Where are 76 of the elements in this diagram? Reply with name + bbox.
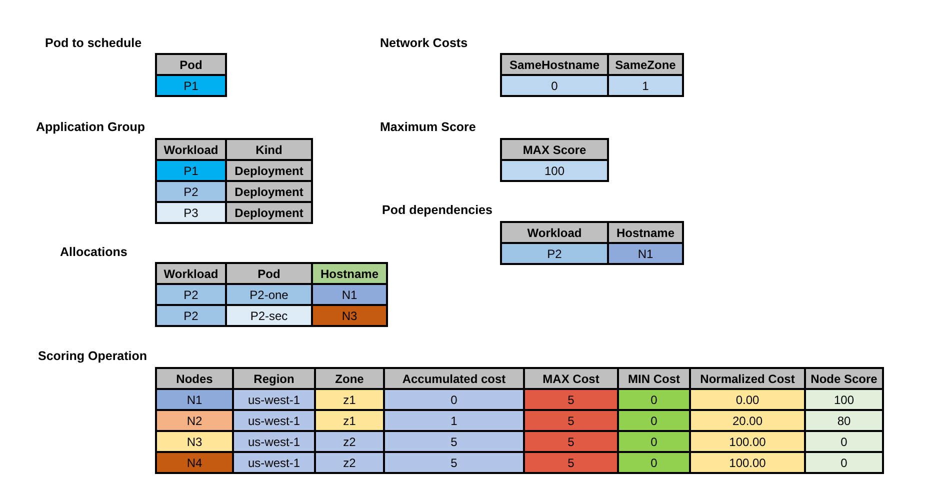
header-cell: Hostname [313, 264, 386, 283]
data-cell: Deployment [227, 182, 311, 201]
table-title: Network Costs [380, 35, 468, 51]
header-cell: Node Score [806, 369, 882, 388]
header-cell: MIN Cost [619, 369, 689, 388]
data-cell: P1 [157, 161, 225, 180]
data-cell: N4 [157, 453, 232, 472]
data-cell: 1 [385, 411, 523, 430]
table-title: Pod dependencies [382, 202, 492, 218]
header-cell: SameHostname [502, 55, 607, 74]
data-cell: 0 [502, 76, 607, 95]
data-cell: N2 [157, 411, 232, 430]
table-title: Allocations [60, 244, 128, 260]
table-title: Pod to schedule [45, 35, 142, 51]
data-cell: 0 [619, 432, 689, 451]
data-cell: P3 [157, 203, 225, 222]
header-cell: Workload [157, 264, 225, 283]
data-cell: 5 [525, 432, 617, 451]
data-cell: 0 [619, 453, 689, 472]
data-cell: Deployment [227, 203, 311, 222]
data-cell: P1 [157, 76, 225, 95]
data-cell: P2-one [227, 285, 311, 304]
data-cell: 5 [525, 453, 617, 472]
header-cell: Zone [316, 369, 383, 388]
data-cell: 1 [609, 76, 682, 95]
data-cell: P2 [157, 306, 225, 325]
data-cell: P2-sec [227, 306, 311, 325]
data-cell: 0.00 [691, 390, 804, 409]
data-cell: 0 [619, 411, 689, 430]
data-cell: 5 [525, 390, 617, 409]
data-cell: z1 [316, 390, 383, 409]
header-cell: Nodes [157, 369, 232, 388]
table-title: Maximum Score [380, 119, 476, 135]
data-cell: N3 [157, 432, 232, 451]
data-cell: N1 [157, 390, 232, 409]
data-cell: us-west-1 [234, 453, 314, 472]
data-cell: 80 [806, 411, 882, 430]
data-cell: z2 [316, 432, 383, 451]
table-title: Scoring Operation [38, 348, 148, 364]
data-cell: z2 [316, 453, 383, 472]
header-cell: Kind [227, 140, 311, 159]
data-cell: us-west-1 [234, 390, 314, 409]
data-cell: 20.00 [691, 411, 804, 430]
data-cell: 0 [806, 432, 882, 451]
data-cell: 100 [502, 161, 607, 180]
data-cell: 0 [385, 390, 523, 409]
data-cell: P2 [157, 182, 225, 201]
data-cell: us-west-1 [234, 411, 314, 430]
header-cell: Region [234, 369, 314, 388]
data-cell: P2 [502, 244, 607, 263]
header-cell: Hostname [609, 223, 682, 242]
data-cell: 0 [619, 390, 689, 409]
data-cell: P2 [157, 285, 225, 304]
header-cell: MAX Score [502, 140, 607, 159]
header-cell: Workload [502, 223, 607, 242]
data-cell: us-west-1 [234, 432, 314, 451]
data-cell: 5 [525, 411, 617, 430]
header-cell: MAX Cost [525, 369, 617, 388]
data-cell: Deployment [227, 161, 311, 180]
data-cell: N3 [313, 306, 386, 325]
header-cell: Normalized Cost [691, 369, 804, 388]
data-cell: N1 [313, 285, 386, 304]
data-cell: 0 [806, 453, 882, 472]
data-cell: z1 [316, 411, 383, 430]
header-cell: Workload [157, 140, 225, 159]
data-cell: 5 [385, 432, 523, 451]
data-cell: 100.00 [691, 432, 804, 451]
header-cell: Accumulated cost [385, 369, 523, 388]
data-cell: N1 [609, 244, 682, 263]
data-cell: 5 [385, 453, 523, 472]
header-cell: Pod [227, 264, 311, 283]
data-cell: 100.00 [691, 453, 804, 472]
table-title: Application Group [36, 119, 146, 135]
header-cell: Pod [157, 55, 225, 74]
header-cell: SameZone [609, 55, 682, 74]
data-cell: 100 [806, 390, 882, 409]
